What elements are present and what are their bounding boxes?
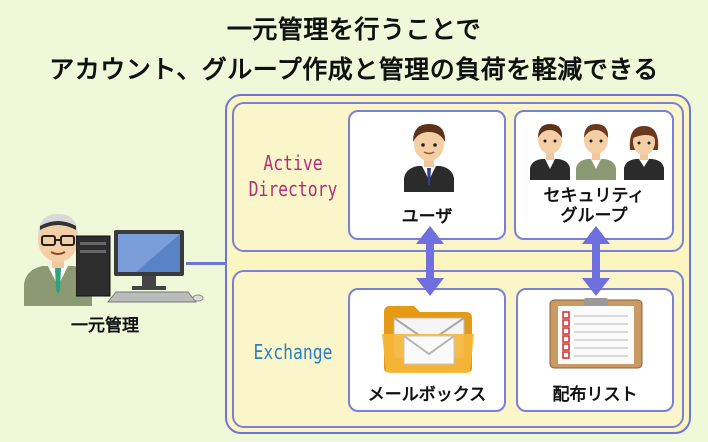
user-label: ユーザ bbox=[401, 207, 453, 227]
admin-connector bbox=[186, 262, 226, 265]
title-line-1: 一元管理を行うことで bbox=[226, 15, 482, 44]
admin-label: 一元管理 bbox=[71, 316, 139, 336]
group-distribution-arrow bbox=[582, 226, 610, 296]
computer-icon bbox=[76, 230, 204, 303]
mailbox-card: メールボックス bbox=[348, 288, 506, 412]
distribution-list-label: 配布リスト bbox=[552, 385, 638, 405]
user-card: ユーザ bbox=[348, 110, 506, 240]
active-directory-label: Active Directory bbox=[248, 151, 338, 201]
mailbox-label: メールボックス bbox=[367, 385, 487, 405]
mail-folder-icon bbox=[382, 306, 474, 373]
group-icon bbox=[530, 124, 664, 180]
admin-person-icon bbox=[24, 214, 92, 306]
clipboard-list-icon bbox=[549, 298, 643, 369]
security-group-label: セキュリティ グループ bbox=[543, 186, 645, 226]
user-mailbox-arrow bbox=[416, 226, 444, 296]
distribution-list-card: 配布リスト bbox=[516, 288, 674, 412]
user-icon bbox=[404, 124, 454, 192]
security-group-card: セキュリティ グループ bbox=[514, 110, 674, 240]
exchange-label: Exchange bbox=[253, 340, 333, 364]
title-line-2: アカウント、グループ作成と管理の負荷を軽減できる bbox=[49, 55, 659, 84]
